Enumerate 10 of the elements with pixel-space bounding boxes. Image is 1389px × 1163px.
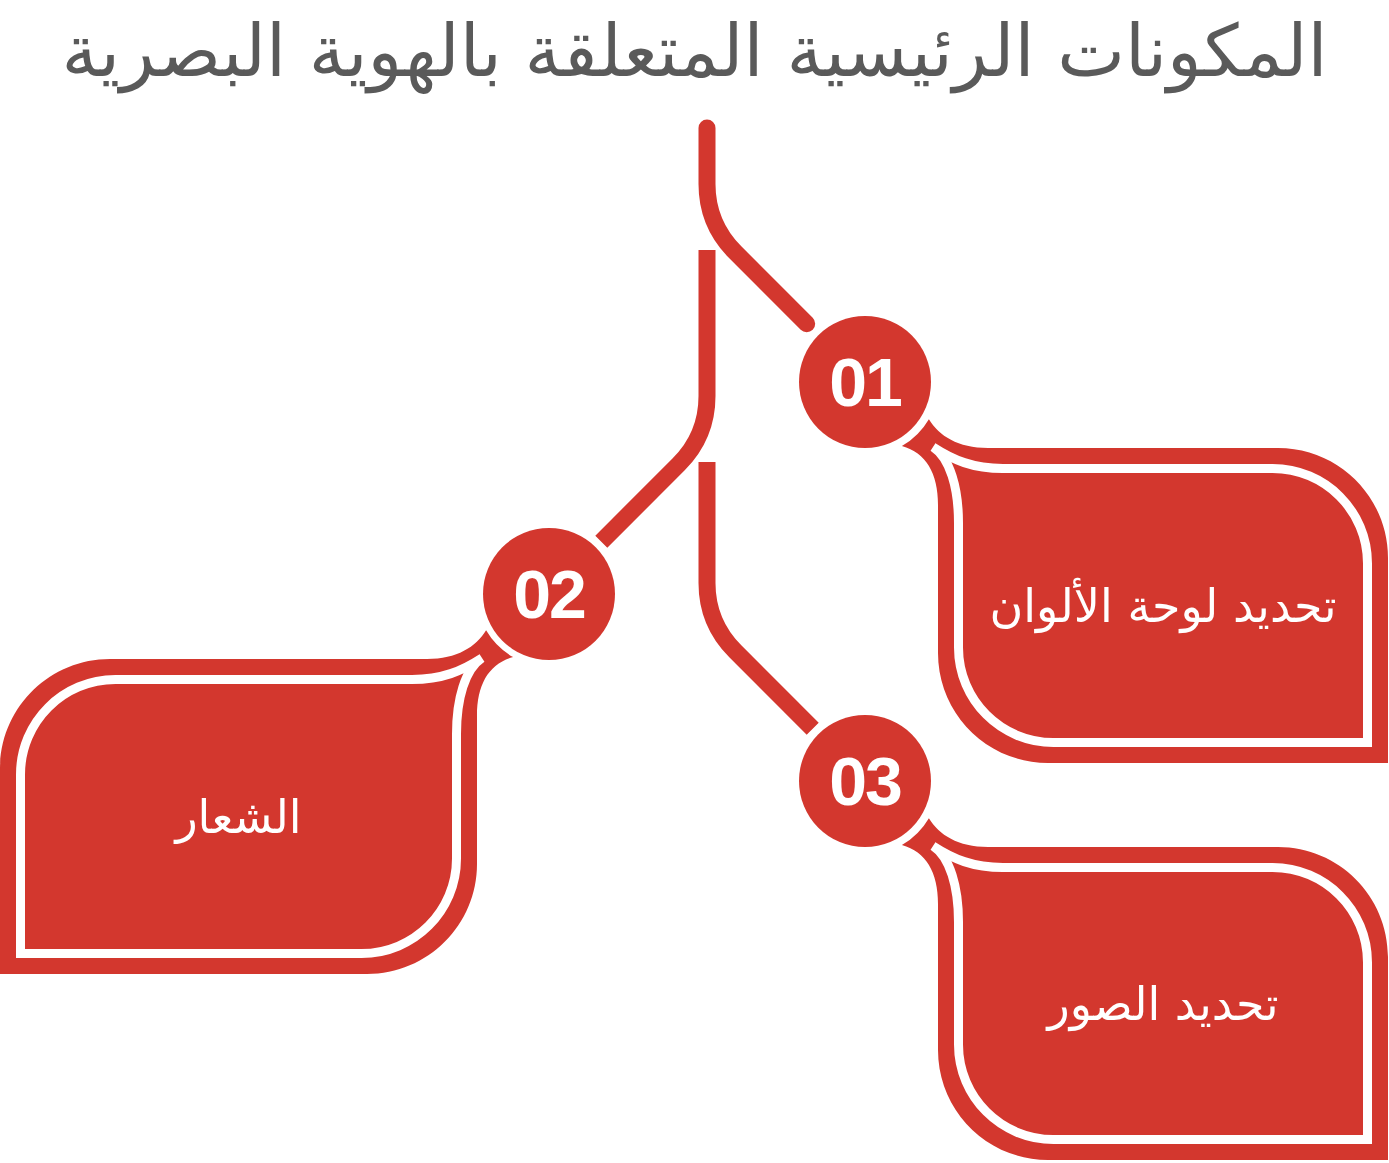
callout-box: تحديد لوحة الألوان [901, 418, 1388, 763]
connector-line [698, 119, 816, 333]
connector-line [698, 462, 819, 735]
number-circle: 02 [483, 528, 615, 660]
title: المكونات الرئيسية المتعلقة بالهوية البصرية [61, 8, 1328, 95]
callout-box: تحديد الصور [901, 817, 1388, 1160]
number-circle: 03 [799, 715, 931, 847]
callout-box: الشعار [0, 629, 514, 974]
connector-line [595, 250, 716, 548]
number-circle: 01 [799, 316, 931, 448]
